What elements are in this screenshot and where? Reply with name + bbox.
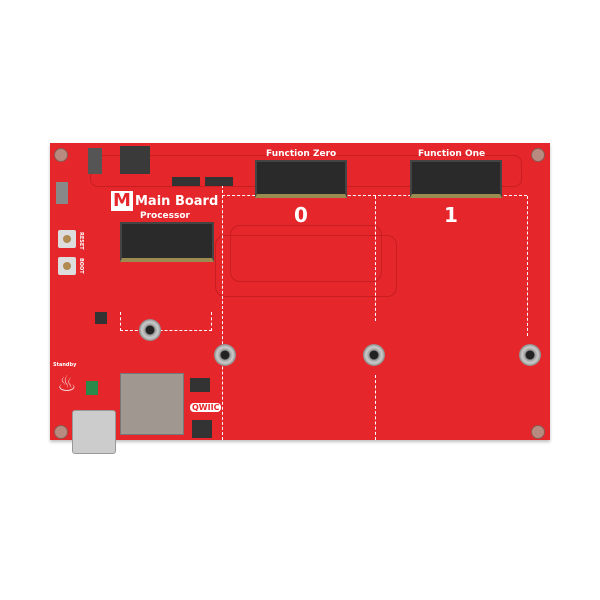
fuse <box>86 381 98 395</box>
standby-label: Standby <box>53 362 77 368</box>
standoff <box>363 344 385 366</box>
usb-c-port[interactable] <box>72 410 116 454</box>
boot-label: BOOT <box>78 258 84 274</box>
mounting-hole <box>54 425 68 439</box>
header-pins <box>56 182 68 204</box>
qwiic-connector[interactable] <box>192 420 212 438</box>
slot-one-number: 1 <box>444 203 458 227</box>
reset-button[interactable] <box>58 230 76 248</box>
microsd-card-slot[interactable] <box>120 373 184 435</box>
dip-switch[interactable] <box>88 148 102 174</box>
function-zero-label: Function Zero <box>266 149 337 159</box>
function-one-label: Function One <box>418 149 486 159</box>
boot-button[interactable] <box>58 257 76 275</box>
sparkfun-flame-logo: ♨ <box>57 372 77 397</box>
logo-m: M <box>111 190 133 211</box>
standoff <box>519 344 541 366</box>
reset-label: RESET <box>78 232 84 250</box>
qwiic-connector[interactable] <box>190 378 210 392</box>
jumper[interactable] <box>205 177 233 186</box>
jumper[interactable] <box>172 177 200 186</box>
pcb-traces <box>215 235 397 297</box>
battery-connector <box>120 146 150 174</box>
slot-divider <box>527 196 528 336</box>
processor-label: Processor <box>140 211 190 221</box>
mounting-hole <box>531 425 545 439</box>
pcb-traces <box>230 225 382 282</box>
processor-outline <box>120 312 212 331</box>
main-board-title: Main Board <box>135 194 219 209</box>
mounting-hole <box>54 148 68 162</box>
slot-divider <box>375 375 376 440</box>
standoff <box>139 319 161 341</box>
slot-divider <box>222 185 223 440</box>
ic-chip <box>95 312 107 324</box>
processor-m2-connector <box>120 222 214 262</box>
slot-zero-number: 0 <box>294 203 308 227</box>
function-one-m2-connector <box>410 160 502 198</box>
mounting-hole <box>531 148 545 162</box>
slot-divider <box>222 195 527 196</box>
qwiic-label: QWIIC <box>190 403 222 412</box>
standoff <box>214 344 236 366</box>
function-zero-m2-connector <box>255 160 347 198</box>
slot-divider <box>375 196 376 321</box>
